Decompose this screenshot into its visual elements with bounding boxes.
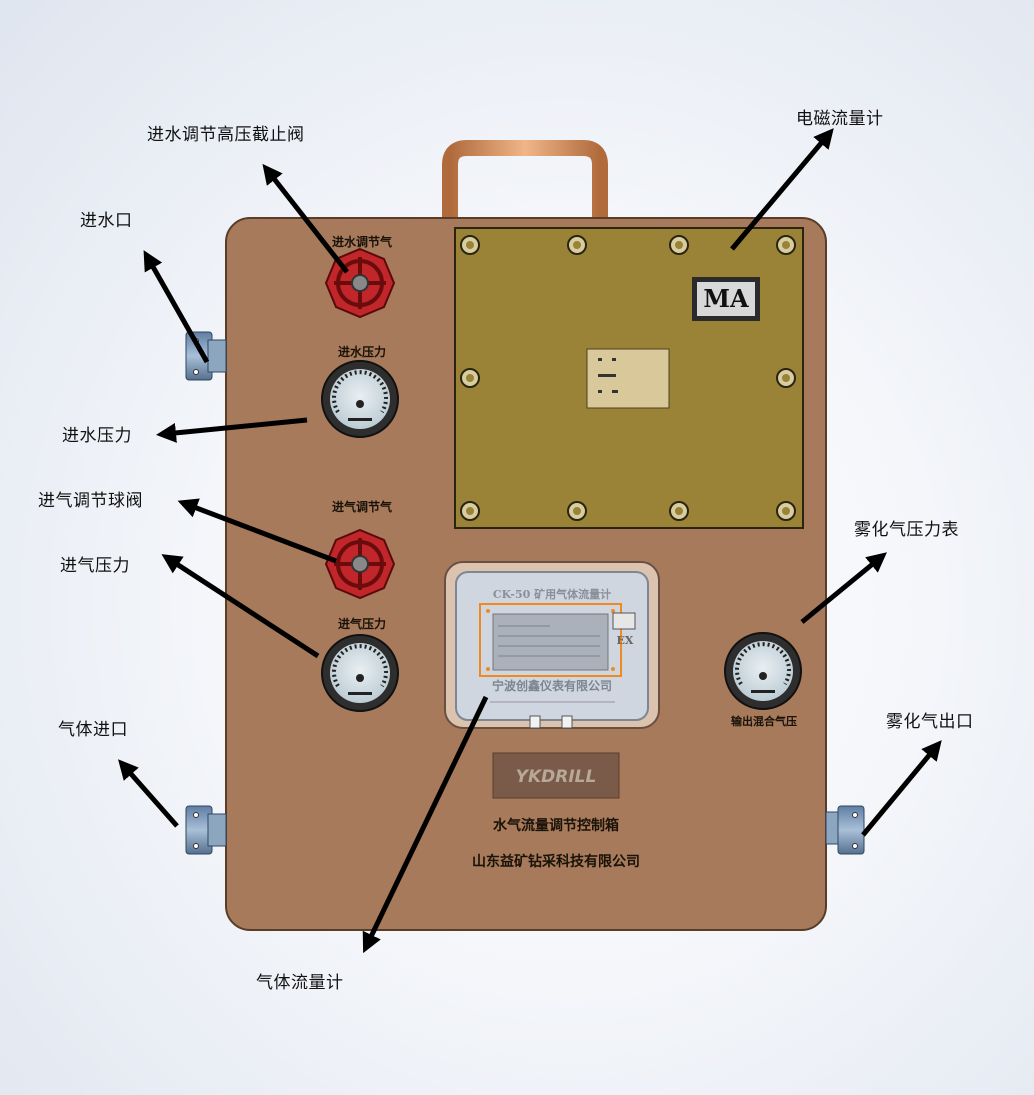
arrow-air-valve (177, 498, 337, 564)
label-mist-outlet: 雾化气出口 (886, 712, 974, 732)
water-pressure-gauge (321, 360, 399, 438)
flowmeter-title: CK-50 矿用气体流量计 (493, 587, 611, 601)
company-name: 山东益矿钻采科技有限公司 (472, 853, 640, 870)
water-valve-tag: 进水调节气 (332, 234, 392, 249)
arrow-water-valve (262, 163, 349, 274)
label-em-flowmeter: 电磁流量计 (796, 109, 884, 129)
mist-pressure-gauge (724, 632, 802, 710)
ex-mark: EX (617, 634, 634, 647)
arrow-air-pressure (161, 554, 320, 659)
label-gas-inlet: 气体进口 (58, 720, 128, 740)
label-mist-gauge: 雾化气压力表 (854, 520, 959, 540)
arrow-em-flowmeter (730, 128, 834, 251)
arrow-gas-flowmeter (362, 695, 489, 954)
label-gas-flowmeter: 气体流量计 (256, 973, 344, 993)
air-valve[interactable] (324, 528, 396, 600)
arrow-water-pressure (156, 417, 308, 443)
water-inlet-port (185, 331, 227, 381)
label-air-pressure: 进气压力 (60, 556, 130, 576)
water-pressure-tag: 进水压力 (338, 344, 386, 359)
gas-flowmeter (444, 561, 660, 729)
air-pressure-gauge (321, 634, 399, 712)
logo-text: YKDRILL (516, 767, 597, 787)
label-air-valve: 进气调节球阀 (38, 491, 143, 511)
em-flowmeter-plate: MA (454, 227, 804, 529)
arrow-water-inlet (143, 250, 210, 364)
arrow-mist-gauge (800, 552, 887, 624)
arrow-gas-inlet (118, 759, 179, 828)
label-water-pressure: 进水压力 (62, 426, 132, 446)
mist-outlet-port (825, 805, 865, 855)
arrow-mist-outlet (861, 740, 942, 837)
label-water-inlet: 进水口 (80, 211, 133, 231)
air-valve-tag: 进气调节气 (332, 499, 392, 514)
gas-inlet-port (185, 805, 227, 855)
label-water-valve: 进水调节高压截止阀 (147, 125, 305, 145)
mist-gauge-tag: 输出混合气压 (731, 714, 797, 728)
flowmeter-company: 宁波创鑫仪表有限公司 (492, 678, 612, 693)
nameplate (586, 348, 670, 409)
air-pressure-tag: 进气压力 (338, 616, 386, 631)
handle (442, 140, 608, 228)
ykdrill-logo (492, 752, 620, 799)
box-name: 水气流量调节控制箱 (493, 817, 619, 834)
ma-mark: MA (703, 284, 749, 313)
